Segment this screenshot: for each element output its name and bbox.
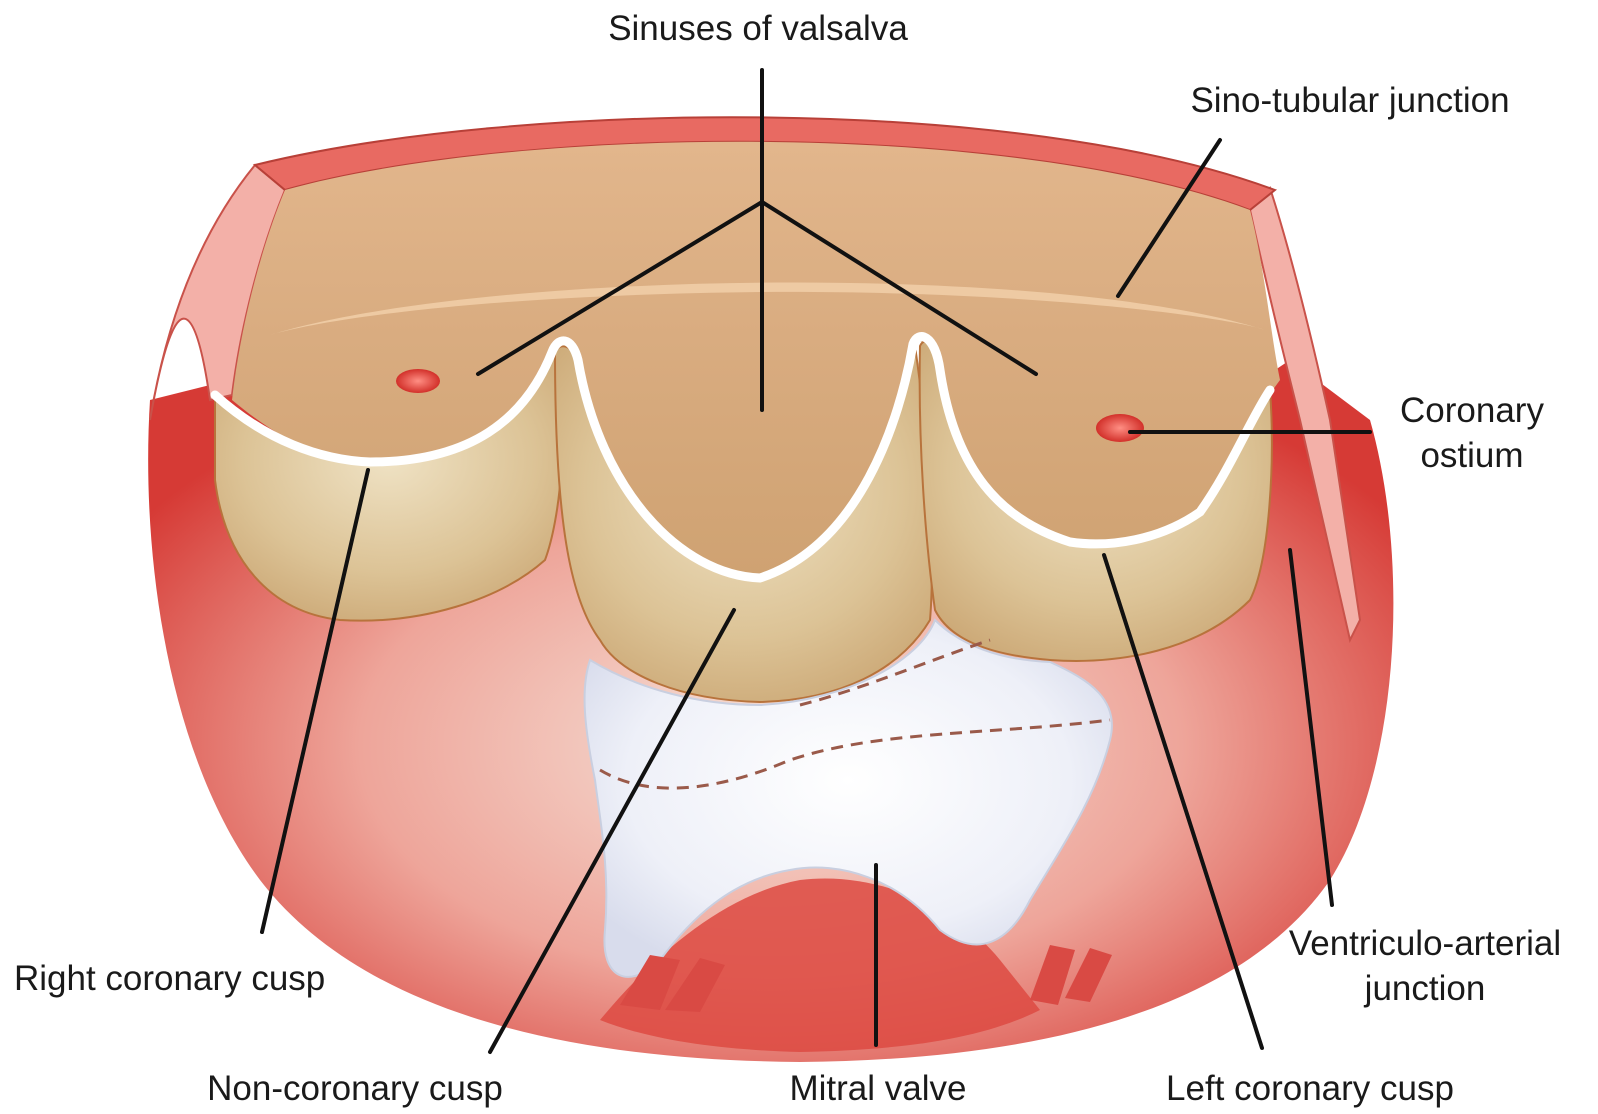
label-ventriculo-arterial-line1: Ventriculo-arterial [1289,924,1561,963]
right-coronary-ostium [396,369,440,393]
label-sinuses-of-valsalva: Sinuses of valsalva [608,9,908,48]
left-coronary-ostium [1096,414,1144,442]
label-left-coronary-cusp: Left coronary cusp [1166,1069,1454,1108]
label-coronary-ostium-line1: Coronary [1400,391,1544,430]
label-sino-tubular-junction: Sino-tubular junction [1190,81,1509,120]
label-mitral-valve: Mitral valve [790,1069,967,1108]
label-coronary-ostium-line2: ostium [1420,436,1523,475]
label-right-coronary-cusp: Right coronary cusp [14,959,325,998]
label-ventriculo-arterial-line2: junction [1364,969,1486,1008]
label-non-coronary-cusp: Non-coronary cusp [207,1069,503,1108]
